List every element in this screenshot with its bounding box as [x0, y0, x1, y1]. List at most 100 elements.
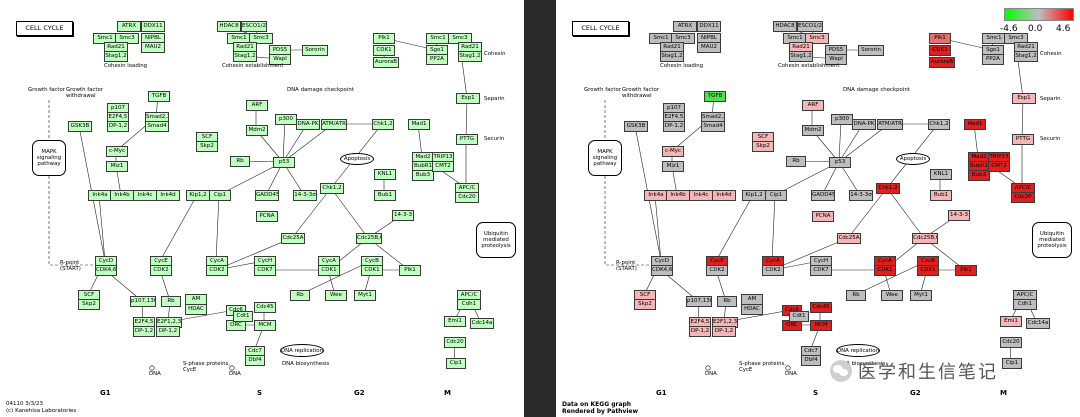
gene-node-dnapk[interactable]: DNA-PK [852, 119, 876, 130]
gene-node-cdc25bc[interactable]: Cdc25B,C [356, 233, 382, 244]
gene-node-cdt1[interactable]: Cdt1 [233, 311, 253, 322]
pathway-link-mapk[interactable]: MAPK signaling pathway [32, 140, 66, 176]
gene-node-mad1[interactable]: Mad1 [408, 119, 430, 130]
gene-node-miz1[interactable]: Miz1 [106, 161, 128, 172]
gene-node-p2757[interactable]: Kip1,2 [186, 190, 210, 201]
gene-node-dbf4[interactable]: Dbf4 [801, 355, 821, 366]
gene-node-chk12b[interactable]: Chk1,2 [320, 183, 344, 194]
gene-node-dnapk[interactable]: DNA-PK [296, 119, 320, 130]
gene-node-dp12b[interactable]: DP-1,2 [133, 326, 155, 337]
gene-node-gadd45[interactable]: GADD45 [255, 190, 279, 201]
gene-node-cdk2b[interactable]: CDK2 [762, 265, 784, 276]
gene-node-rb3[interactable]: Rb [161, 296, 181, 307]
gene-node-bub1[interactable]: Bub1 [930, 190, 952, 201]
gene-node-wee[interactable]: Wee [881, 290, 903, 301]
gene-node-cdc20b[interactable]: Cdc20 [455, 192, 479, 203]
gene-node-cdc20b[interactable]: Cdc20 [1011, 192, 1035, 203]
gene-node-pp2a[interactable]: PP2A [982, 54, 1004, 65]
gene-node-cdk1b[interactable]: CDK1 [874, 265, 896, 276]
gene-node-cdc20c[interactable]: Cdc20 [444, 337, 466, 348]
gene-node-arf[interactable]: ARF [246, 100, 268, 111]
pathway-link-dna-replication[interactable]: DNA replication [280, 344, 324, 357]
gene-node-p21b[interactable]: Cip1 [1002, 358, 1022, 369]
gene-node-cdt1[interactable]: Cdt1 [789, 311, 809, 322]
gene-node-knl1[interactable]: KNL1 [930, 169, 952, 180]
gene-node-rb1[interactable]: Rb [230, 156, 250, 167]
gene-node-bub3[interactable]: Bub3 [412, 170, 434, 181]
gene-node-mau2[interactable]: MAU2 [697, 42, 721, 53]
gene-node-plk1b[interactable]: Plk1 [955, 265, 977, 276]
gene-node-gsk3b[interactable]: GSK3B [624, 121, 648, 132]
gene-node-cdc45[interactable]: Cdc45 [254, 302, 276, 313]
pathway-link-ubiquitin[interactable]: Ubiquitin mediated proteolysis [476, 222, 516, 258]
gene-node-hdac[interactable]: HDAC [741, 304, 763, 315]
gene-node-gadd45[interactable]: GADD45 [811, 190, 835, 201]
gene-node-arf[interactable]: ARF [802, 100, 824, 111]
gene-node-myt1[interactable]: Myt1 [354, 290, 376, 301]
gene-node-tgfb[interactable]: TGFB [148, 91, 170, 102]
gene-node-emi1[interactable]: Emi1 [444, 316, 466, 327]
gene-node-rb3[interactable]: Rb [717, 296, 737, 307]
gene-node-p300[interactable]: p300 [831, 114, 853, 125]
gene-node-p21a[interactable]: Cip1 [209, 190, 231, 201]
gene-node-esp1[interactable]: Esp1 [1012, 93, 1036, 104]
gene-node-dp12b[interactable]: DP-1,2 [689, 326, 711, 337]
gene-node-gsk3b[interactable]: GSK3B [68, 121, 92, 132]
gene-node-rb2[interactable]: Rb [290, 290, 310, 301]
gene-node-p21a[interactable]: Cip1 [765, 190, 787, 201]
gene-node-smad4[interactable]: Smad4 [701, 121, 725, 132]
gene-node-pcna[interactable]: PCNA [256, 211, 278, 222]
gene-node-wapl[interactable]: Wapl [269, 54, 291, 65]
gene-node-cdc20c[interactable]: Cdc20 [1000, 337, 1022, 348]
gene-node-emi1[interactable]: Emi1 [1000, 316, 1022, 327]
gene-node-stag12[interactable]: Stag1,2 [660, 51, 684, 62]
gene-node-hdac8[interactable]: HDAC8 [773, 21, 797, 32]
gene-node-stag12c[interactable]: Stag1,2 [1014, 51, 1038, 62]
gene-node-tgfb[interactable]: TGFB [704, 91, 726, 102]
gene-node-s1433[interactable]: 14-3-3 [948, 210, 970, 221]
gene-node-mdm2[interactable]: Mdm2 [246, 125, 268, 136]
gene-node-stag12c[interactable]: Stag1,2 [458, 51, 482, 62]
gene-node-p2757[interactable]: Kip1,2 [742, 190, 766, 201]
gene-node-chk12a[interactable]: Chk1,2 [372, 119, 394, 130]
gene-node-cdh1[interactable]: Cdh1 [1013, 299, 1037, 310]
pathway-link-mapk[interactable]: MAPK signaling pathway [588, 140, 622, 176]
gene-node-dp12a[interactable]: DP-1,2 [663, 121, 685, 132]
gene-node-cdk2a[interactable]: CDK2 [706, 265, 728, 276]
gene-node-aurorab[interactable]: AuroraB [373, 57, 399, 68]
gene-node-smc1c[interactable]: Smc1 [426, 33, 450, 44]
gene-node-cmt2[interactable]: CMT2 [432, 161, 454, 172]
gene-node-hdac8[interactable]: HDAC8 [217, 21, 241, 32]
gene-node-wee[interactable]: Wee [325, 290, 347, 301]
gene-node-smc3b[interactable]: Smc3 [249, 33, 273, 44]
gene-node-p53[interactable]: p53 [829, 157, 851, 168]
gene-node-plk1b[interactable]: Plk1 [399, 265, 421, 276]
gene-node-atrx[interactable]: ATRX [117, 21, 141, 32]
gene-node-plk1a[interactable]: Plk1 [929, 33, 951, 44]
gene-node-skp2b[interactable]: Skp2 [634, 299, 656, 310]
gene-node-rb2[interactable]: Rb [846, 290, 866, 301]
gene-node-bub1[interactable]: Bub1 [374, 190, 396, 201]
gene-node-smc3b[interactable]: Smc3 [805, 33, 829, 44]
pathway-link-apoptosis[interactable]: Apoptosis [340, 153, 374, 165]
gene-node-atrx[interactable]: ATRX [673, 21, 697, 32]
gene-node-plk1a[interactable]: Plk1 [373, 33, 395, 44]
gene-node-pp2a[interactable]: PP2A [426, 54, 448, 65]
gene-node-p107b[interactable]: p107,130 [130, 296, 156, 307]
gene-node-cdc25bc[interactable]: Cdc25B,C [912, 233, 938, 244]
gene-node-cdk2b[interactable]: CDK2 [206, 265, 228, 276]
gene-node-cdk1b[interactable]: CDK1 [318, 265, 340, 276]
gene-node-cdk46[interactable]: CDK4,6 [651, 265, 673, 276]
gene-node-cdk1a[interactable]: CDK1 [929, 45, 951, 56]
gene-node-aurorab[interactable]: AuroraB [929, 57, 955, 68]
gene-node-cmyc[interactable]: c-Myc [106, 146, 128, 157]
gene-node-cdk1c[interactable]: CDK1 [361, 265, 383, 276]
gene-node-skp2a[interactable]: Skp2 [752, 141, 774, 152]
gene-node-chk12b[interactable]: Chk1,2 [876, 183, 900, 194]
gene-node-dp12c[interactable]: DP-1,2 [156, 326, 180, 337]
gene-node-p18[interactable]: Ink4c [133, 190, 157, 201]
gene-node-dp12a[interactable]: DP-1,2 [107, 121, 129, 132]
gene-node-mad1[interactable]: Mad1 [964, 119, 986, 130]
gene-node-cdh1[interactable]: Cdh1 [457, 299, 481, 310]
gene-node-pttg[interactable]: PTTG [456, 134, 478, 145]
